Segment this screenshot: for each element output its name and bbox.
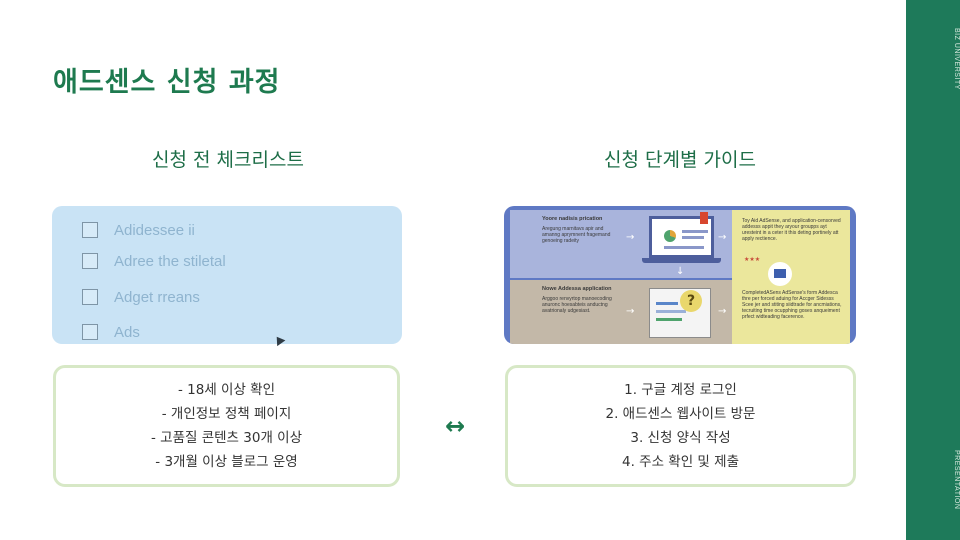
checklist-item: - 개인정보 정책 페이지 xyxy=(161,406,292,422)
checklist-image: Adidessee ii Adree the stiletal Adget rr… xyxy=(52,206,402,344)
sidebar-top-label: BIZ UNIVERSITY xyxy=(953,28,960,90)
text-line xyxy=(682,230,708,233)
guide-step-item: 3. 신청 양식 작성 xyxy=(630,430,731,446)
text-line xyxy=(656,310,686,313)
arrow-right-icon: → xyxy=(626,306,635,317)
text-line xyxy=(682,236,704,239)
guide-step-item: 2. 애드센스 웹사이트 방문 xyxy=(605,406,756,422)
guide-image-step-text: Aregung marnitavs apir and amanng aprymn… xyxy=(542,226,611,244)
guide-image: Yoore nadisis prication Aregung marnitav… xyxy=(504,206,856,344)
bookmark-icon xyxy=(700,212,708,224)
checklist-image-label: Adget rreans xyxy=(114,288,200,306)
checklist-image-label: Ads xyxy=(114,323,140,341)
pie-chart-icon xyxy=(664,230,676,242)
checklist-item: - 고품질 콘텐츠 30개 이상 xyxy=(151,430,302,446)
guide-image-step-text: Toy Aid AdSense, and application-censorv… xyxy=(742,218,841,242)
guide-image-step-text: CompletedASens AdSense's form Addesca th… xyxy=(742,290,842,320)
guide-steps-box: 1. 구글 계정 로그인 2. 애드센스 웹사이트 방문 3. 신청 양식 작성… xyxy=(505,365,856,487)
checkbox-icon xyxy=(82,253,98,269)
page-title: 애드센스 신청 과정 xyxy=(53,67,281,98)
checklist-section-title: 신청 전 체크리스트 xyxy=(152,149,304,171)
guide-image-step-title: Nowe Addessa application xyxy=(542,286,612,292)
text-line xyxy=(664,246,704,249)
guide-image-step-text: Arggoo renvyrtop manoecoding anuronc hoe… xyxy=(542,296,612,314)
arrow-right-icon: → xyxy=(626,232,635,243)
guide-image-step-title: Yoore nadisis prication xyxy=(542,216,603,222)
guide-section-title: 신청 단계별 가이드 xyxy=(604,149,756,171)
arrow-right-icon: → xyxy=(718,306,727,317)
stars-icon: ★★★ xyxy=(744,256,761,263)
guide-step-item: 4. 주소 확인 및 제출 xyxy=(622,454,739,470)
swap-arrow-icon: ↔ xyxy=(444,412,466,440)
question-icon: ? xyxy=(680,290,702,312)
checkbox-icon xyxy=(82,222,98,238)
monitor-screen xyxy=(774,269,786,278)
checklist-image-row: Adget rreans xyxy=(82,287,200,307)
checklist-image-label: Adidessee ii xyxy=(114,221,195,239)
checkbox-icon xyxy=(82,324,98,340)
checkbox-icon xyxy=(82,289,98,305)
laptop-base xyxy=(642,258,721,263)
checklist-image-label: Adree the stiletal xyxy=(114,252,226,270)
checklist-image-row: Ads xyxy=(82,322,140,342)
guide-step-item: 1. 구글 계정 로그인 xyxy=(624,382,737,398)
text-line xyxy=(656,302,678,305)
checklist-box: - 18세 이상 확인 - 개인정보 정책 페이지 - 고품질 콘텐츠 30개 … xyxy=(53,365,400,487)
checklist-image-row: Adree the stiletal xyxy=(82,251,226,271)
checklist-item: - 18세 이상 확인 xyxy=(177,382,276,398)
arrow-right-icon: → xyxy=(718,232,727,243)
arrow-down-icon: ↓ xyxy=(676,266,685,277)
sidebar: BIZ UNIVERSITY PRESENTATION xyxy=(906,0,960,540)
checklist-image-row: Adidessee ii xyxy=(82,220,195,240)
checklist-item: - 3개월 이상 블로그 운영 xyxy=(155,454,298,470)
sidebar-bottom-label: PRESENTATION xyxy=(953,450,960,510)
text-line xyxy=(656,318,682,321)
